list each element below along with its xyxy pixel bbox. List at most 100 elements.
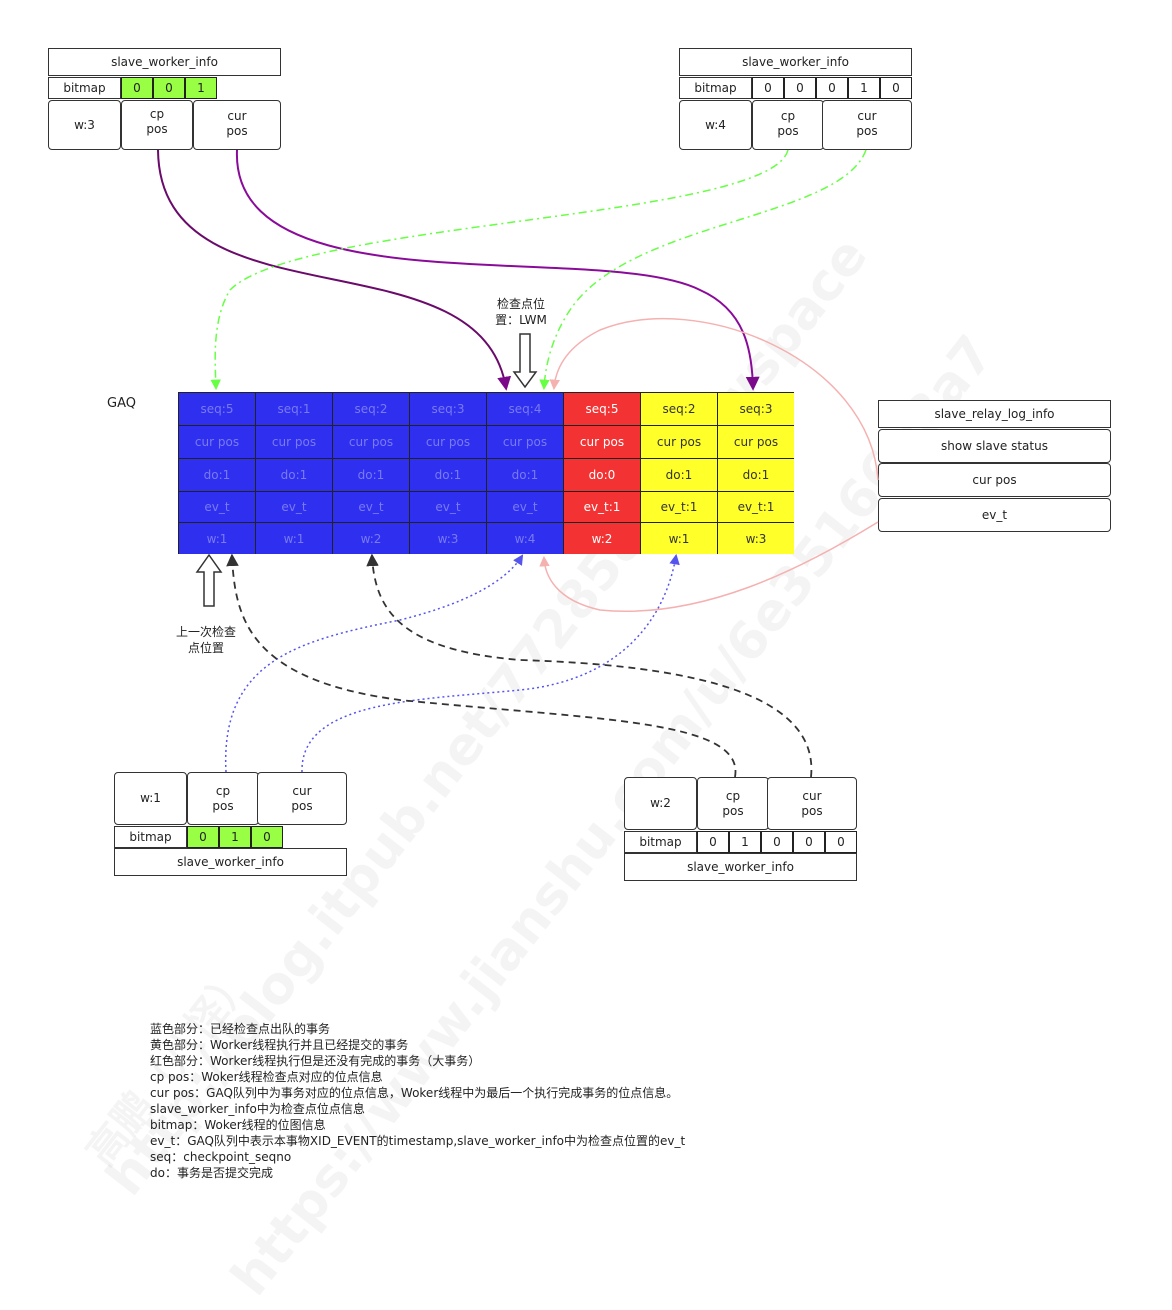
worker-w4-bit: 0 <box>880 77 912 99</box>
gaq-cell-seq: seq:3 <box>410 393 487 426</box>
relay-show-slave-status: show slave status <box>878 429 1111 463</box>
worker-w3-bit: 0 <box>153 77 185 99</box>
gaq-cell-cur: cur pos <box>256 426 333 459</box>
worker-w3-bitmap-label: bitmap <box>48 77 121 99</box>
relay-cur-pos: cur pos <box>878 463 1111 497</box>
worker-w4-title: slave_worker_info <box>679 48 912 76</box>
legend: 蓝色部分：已经检查点出队的事务 黄色部分：Worker线程执行并且已经提交的事务… <box>150 1021 685 1181</box>
lwm-hollow-arrow <box>512 333 538 389</box>
legend-line: bitmap：Woker线程的位图信息 <box>150 1118 326 1132</box>
arrow-relay-ev-to-gaq <box>539 521 879 612</box>
relay-title: slave_relay_log_info <box>878 400 1111 428</box>
gaq-cell-w: w:1 <box>256 523 333 554</box>
gaq-cell-cur: cur pos <box>410 426 487 459</box>
gaq-cell-cur: cur pos <box>641 426 718 459</box>
gaq-cell-do: do:1 <box>256 459 333 492</box>
arrow-w4-cur-to-gaq <box>539 149 867 391</box>
arrow-w2-cur-to-gaq <box>366 553 813 778</box>
gaq-cell-seq: seq:2 <box>333 393 410 426</box>
legend-line: cp pos：Woker线程检查点对应的位点信息 <box>150 1070 383 1084</box>
relay-ev-t: ev_t <box>878 498 1111 532</box>
gaq-cell-cur: cur pos <box>487 426 564 459</box>
worker-w3-title: slave_worker_info <box>48 48 281 76</box>
worker-w1-bit: 0 <box>251 826 283 848</box>
gaq-cell-seq: seq:2 <box>641 393 718 426</box>
arrow-w2-cp-to-gaq <box>226 553 737 778</box>
gaq-label: GAQ <box>107 396 136 411</box>
gaq-cell-cur: cur pos <box>333 426 410 459</box>
gaq-cell-ev: ev_t <box>410 492 487 523</box>
worker-w2-bit: 1 <box>729 831 761 853</box>
gaq-cell-seq: seq:5 <box>179 393 256 426</box>
worker-w1-cur-pos: cur pos <box>257 772 347 825</box>
legend-line: cur pos：GAQ队列中为事务对应的位点信息，Woker线程中为最后一个执行… <box>150 1086 679 1100</box>
legend-line: 蓝色部分：已经检查点出队的事务 <box>150 1022 331 1036</box>
worker-w2-cp-pos: cp pos <box>697 777 769 830</box>
gaq-cell-ev: ev_t <box>487 492 564 523</box>
worker-w1-bitmap-label: bitmap <box>114 826 187 848</box>
arrow-w3-cur-to-gaq <box>235 149 760 391</box>
gaq-cell-w: w:4 <box>487 523 564 554</box>
gaq-cell-seq: seq:3 <box>718 393 794 426</box>
gaq-cell-cur: cur pos <box>179 426 256 459</box>
worker-w2-bit: 0 <box>697 831 729 853</box>
worker-w4-bitmap-label: bitmap <box>679 77 752 99</box>
legend-line: do：事务是否提交完成 <box>150 1166 273 1180</box>
worker-w1-cp-pos: cp pos <box>187 772 259 825</box>
gaq-cell-do: do:0 <box>564 459 641 492</box>
worker-w1-title: slave_worker_info <box>114 848 347 876</box>
worker-w4-id: w:4 <box>679 100 752 150</box>
gaq-cell-cur: cur pos <box>718 426 794 459</box>
worker-w2-title: slave_worker_info <box>624 853 857 881</box>
gaq-cell-do: do:1 <box>641 459 718 492</box>
worker-w1-bit: 1 <box>219 826 251 848</box>
legend-line: 黄色部分：Worker线程执行并且已经提交的事务 <box>150 1038 409 1052</box>
arrow-w4-cp-to-gaq <box>210 149 789 391</box>
gaq-cell-do: do:1 <box>179 459 256 492</box>
worker-w2-bitmap-label: bitmap <box>624 831 697 853</box>
worker-w3-cp-pos: cp pos <box>121 100 193 150</box>
gaq-cell-w: w:3 <box>718 523 794 554</box>
worker-w4-bit: 0 <box>816 77 848 99</box>
gaq-cell-w: w:2 <box>564 523 641 554</box>
arrow-w3-cp-to-gaq <box>157 149 512 391</box>
worker-w3-id: w:3 <box>48 100 121 150</box>
worker-w4-cp-pos: cp pos <box>752 100 824 150</box>
worker-w3-bit: 0 <box>121 77 153 99</box>
gaq-cell-do: do:1 <box>333 459 410 492</box>
worker-w3-bit: 1 <box>185 77 217 99</box>
gaq-cell-w: w:1 <box>179 523 256 554</box>
arrow-relay-cur-to-gaq <box>549 317 879 481</box>
prev-checkpoint-hollow-arrow <box>195 553 223 607</box>
prev-checkpoint-label: 上一次检查 点位置 <box>175 625 236 655</box>
worker-w3-cur-pos: cur pos <box>193 100 281 150</box>
arrow-w1-cur-to-gaq <box>301 553 680 773</box>
gaq-cell-ev: ev_t <box>179 492 256 523</box>
legend-line: ev_t：GAQ队列中表示本事物XID_EVENT的timestamp,slav… <box>150 1134 686 1148</box>
gaq-cell-w: w:1 <box>641 523 718 554</box>
worker-w2-cur-pos: cur pos <box>767 777 857 830</box>
gaq-cell-w: w:2 <box>333 523 410 554</box>
gaq-cell-do: do:1 <box>410 459 487 492</box>
worker-w1-bit: 0 <box>187 826 219 848</box>
gaq-cell-ev: ev_t:1 <box>564 492 641 523</box>
gaq-cell-ev: ev_t:1 <box>641 492 718 523</box>
gaq-cell-cur: cur pos <box>564 426 641 459</box>
gaq-cell-seq: seq:1 <box>256 393 333 426</box>
worker-w4-cur-pos: cur pos <box>822 100 912 150</box>
arrow-w1-cp-to-gaq <box>225 554 524 773</box>
gaq-cell-w: w:3 <box>410 523 487 554</box>
worker-w4-bit: 0 <box>752 77 784 99</box>
gaq-cell-seq: seq:4 <box>487 393 564 426</box>
lwm-label: 检查点位 置：LWM <box>495 297 547 327</box>
worker-w1-id: w:1 <box>114 772 187 825</box>
gaq-cell-ev: ev_t <box>256 492 333 523</box>
worker-w4-bit: 0 <box>784 77 816 99</box>
worker-w2-bit: 0 <box>793 831 825 853</box>
worker-w2-bit: 0 <box>761 831 793 853</box>
legend-line: seq：checkpoint_seqno <box>150 1150 292 1164</box>
gaq-cell-ev: ev_t <box>333 492 410 523</box>
legend-line: 红色部分：Worker线程执行但是还没有完成的事务（大事务） <box>150 1054 481 1068</box>
